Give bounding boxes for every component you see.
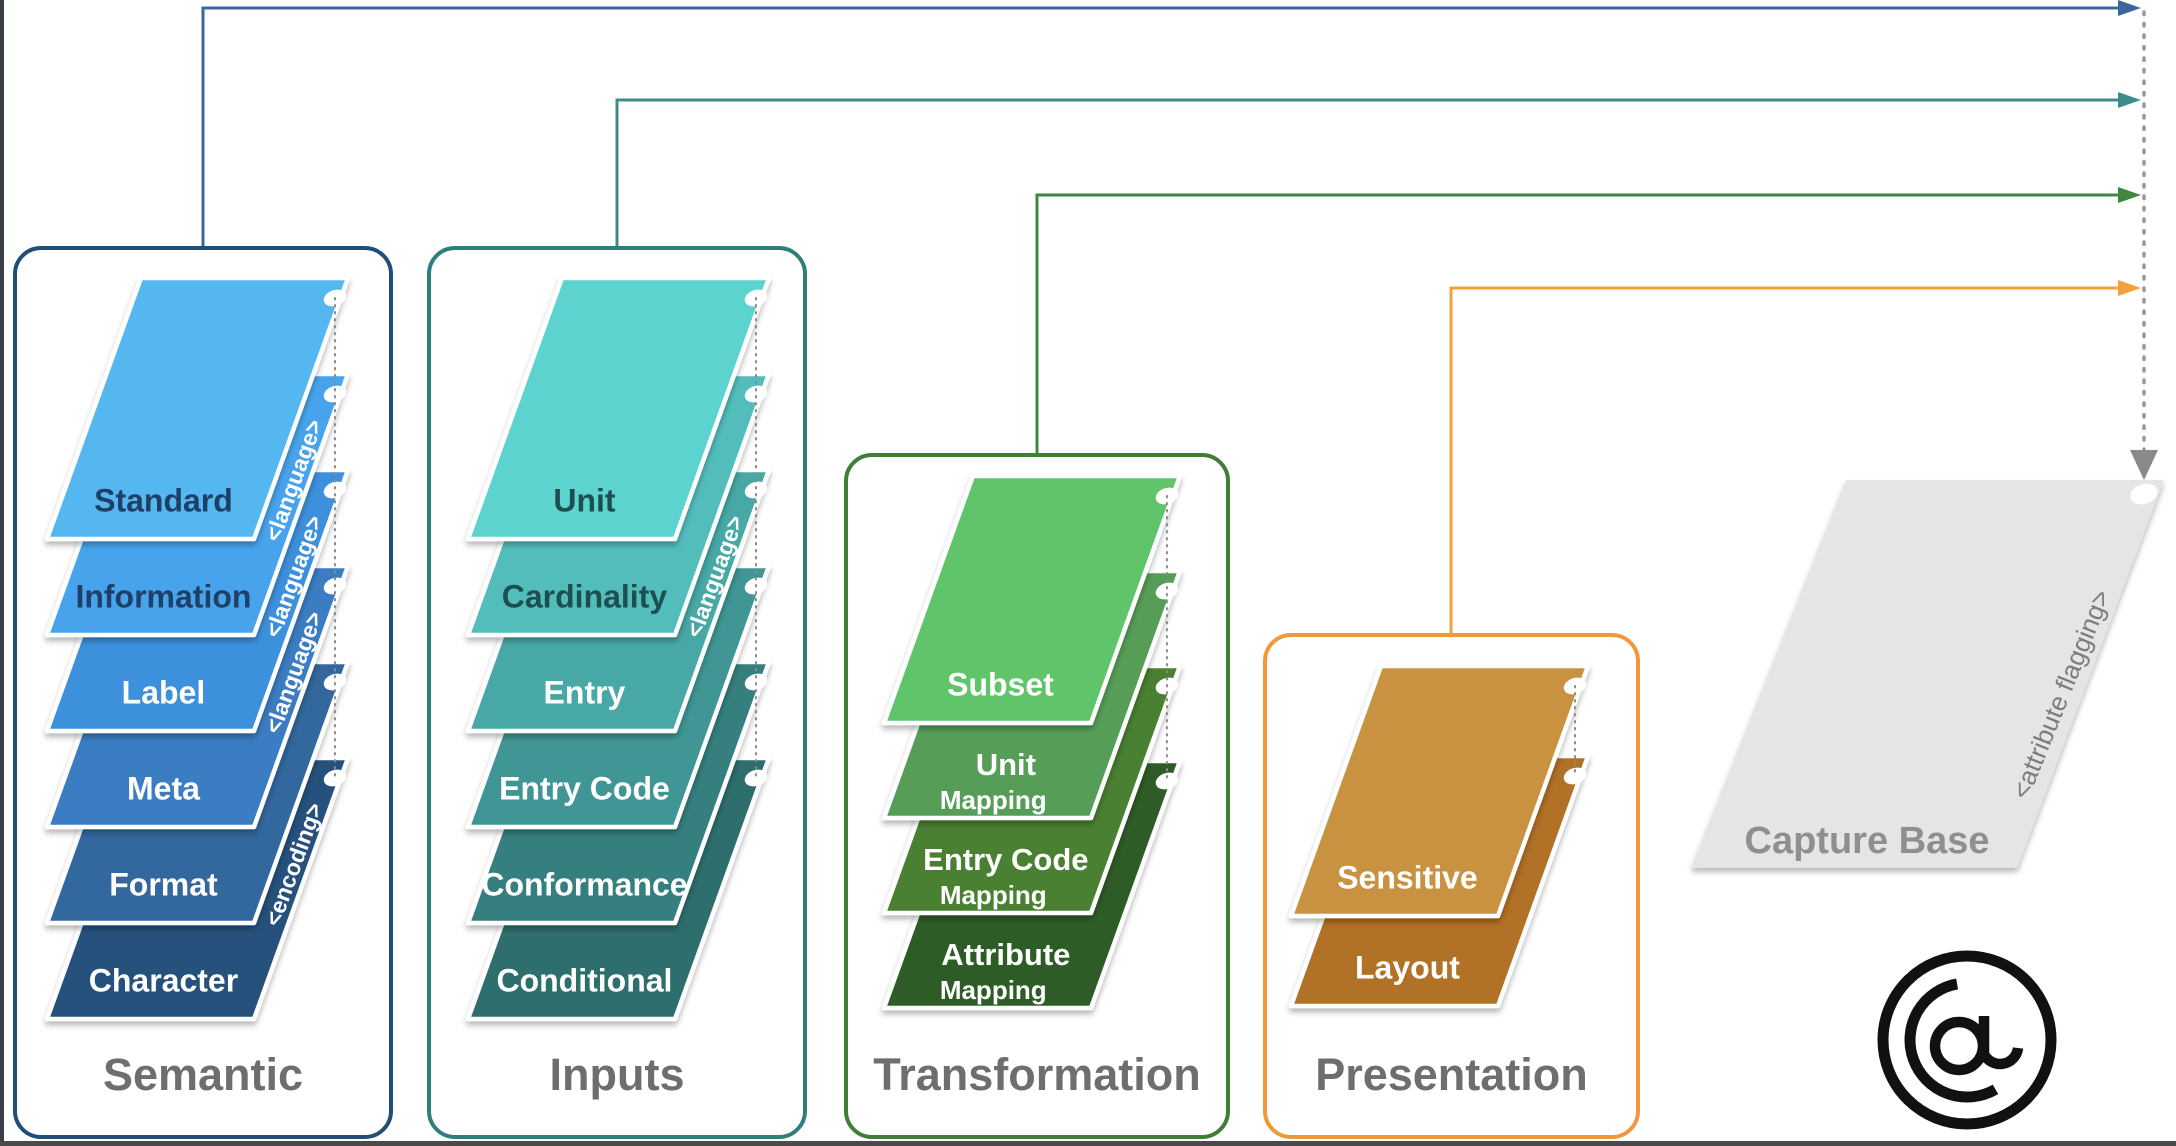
connector-arrow-icon-transformation bbox=[2118, 187, 2141, 203]
card-label-format: Format bbox=[109, 866, 218, 902]
card-hole bbox=[1563, 767, 1587, 785]
group-label-presentation: Presentation bbox=[1315, 1049, 1588, 1100]
card-sensitive bbox=[1288, 663, 1591, 919]
group-label-inputs: Inputs bbox=[550, 1049, 685, 1100]
card-label-unit: Unit bbox=[976, 747, 1036, 782]
card-unit bbox=[465, 275, 772, 542]
card-label-entry-code: Entry Code bbox=[499, 770, 670, 806]
capture-base-label: Capture Base bbox=[1745, 820, 1990, 862]
card-label-unit: Unit bbox=[553, 482, 616, 518]
card-sublabel-unit: Mapping bbox=[940, 785, 1047, 815]
group-label-semantic: Semantic bbox=[103, 1049, 303, 1100]
card-label-subset: Subset bbox=[947, 666, 1054, 702]
card-hole bbox=[744, 769, 768, 787]
card-hole bbox=[323, 385, 347, 403]
card-label-conditional: Conditional bbox=[496, 962, 672, 998]
card-hole bbox=[1155, 582, 1179, 600]
group-semantic: <language><language><language><encoding>… bbox=[13, 246, 393, 1139]
card-hole bbox=[1155, 772, 1179, 790]
connector-presentation bbox=[1449, 286, 2120, 635]
connector-arrow-icon-presentation bbox=[2118, 280, 2141, 296]
card-label-entry: Entry bbox=[544, 674, 626, 710]
card-sublabel-attribute: Mapping bbox=[940, 975, 1047, 1005]
connector-transformation bbox=[1035, 193, 2120, 455]
card-label-sensitive: Sensitive bbox=[1337, 859, 1478, 895]
card-label-cardinality: Cardinality bbox=[502, 578, 668, 614]
card-label-entry-code: Entry Code bbox=[923, 842, 1088, 877]
group-label-transformation: Transformation bbox=[873, 1049, 1201, 1100]
bottom-frame-edge bbox=[0, 1141, 2176, 1146]
card-hole bbox=[323, 481, 347, 499]
connector-inputs bbox=[615, 98, 2120, 248]
card-hole bbox=[323, 769, 347, 787]
card-label-conformance: Conformance bbox=[481, 866, 687, 902]
capture-base-sheet bbox=[1691, 480, 2164, 868]
card-subset bbox=[881, 473, 1183, 726]
connector-arrow-icon-semantic bbox=[2118, 0, 2141, 16]
down-arrow-icon bbox=[2130, 450, 2158, 480]
left-frame-edge bbox=[0, 0, 4, 1146]
card-hole bbox=[744, 385, 768, 403]
card-label-layout: Layout bbox=[1355, 949, 1460, 985]
card-label-meta: Meta bbox=[127, 770, 200, 806]
card-label-standard: Standard bbox=[94, 482, 233, 518]
card-label-attribute: Attribute bbox=[941, 937, 1070, 972]
card-sublabel-entry-code: Mapping bbox=[940, 880, 1047, 910]
concentric-a-logo-icon bbox=[1877, 950, 2057, 1130]
capture-base-hole bbox=[2130, 483, 2158, 505]
connector-arrow-icon-inputs bbox=[2118, 92, 2141, 108]
card-hole bbox=[744, 481, 768, 499]
connector-semantic bbox=[201, 6, 2120, 248]
card-label-information: Information bbox=[75, 578, 251, 614]
card-label-character: Character bbox=[89, 962, 238, 998]
card-label-label: Label bbox=[122, 674, 206, 710]
card-standard bbox=[44, 275, 351, 542]
